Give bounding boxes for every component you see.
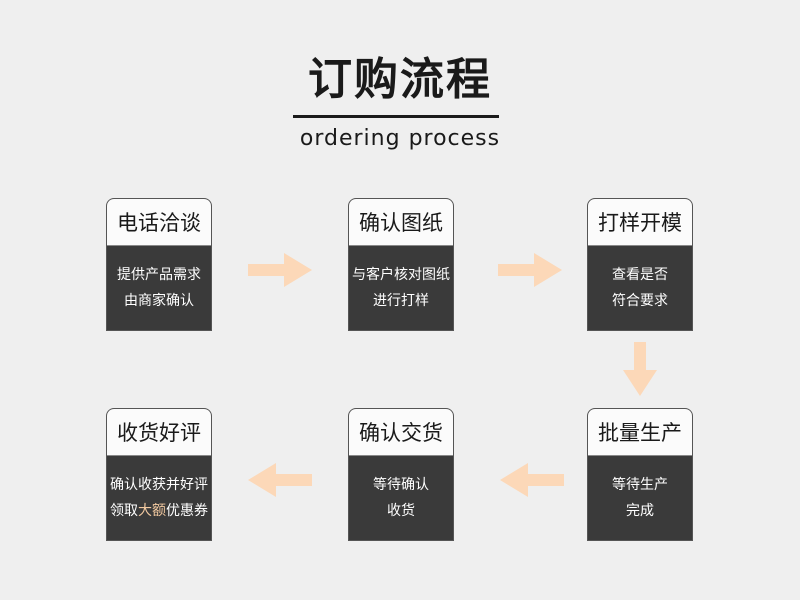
step-description-line: 完成 <box>626 503 654 519</box>
step-description: 查看是否 符合要求 <box>588 246 692 330</box>
step-description-line: 收货 <box>387 503 415 519</box>
step-description: 提供产品需求 由商家确认 <box>107 246 211 330</box>
step-sampling-molding: 打样开模 查看是否 符合要求 <box>587 198 693 331</box>
step-description: 等待生产 完成 <box>588 456 692 540</box>
step-phone-negotiation: 电话洽谈 提供产品需求 由商家确认 <box>106 198 212 331</box>
step-description-line: 等待生产 <box>612 477 668 493</box>
arrow-left-icon <box>248 463 312 497</box>
coupon-highlight: 大额 <box>138 503 166 519</box>
step-title: 批量生产 <box>588 409 692 456</box>
step-title: 确认图纸 <box>349 199 453 246</box>
step-title: 电话洽谈 <box>107 199 211 246</box>
step-description-line: 等待确认 <box>373 477 429 493</box>
step-description-line: 进行打样 <box>373 293 429 309</box>
coupon-text: 领取 <box>110 503 138 519</box>
page-subtitle: ordering process <box>299 126 501 151</box>
arrow-right-icon <box>248 253 312 287</box>
step-description: 确认收获并好评 领取大额优惠券 <box>107 456 211 540</box>
step-confirm-drawings: 确认图纸 与客户核对图纸 进行打样 <box>348 198 454 331</box>
arrow-right-icon <box>498 253 562 287</box>
step-description-line: 与客户核对图纸 <box>352 267 450 283</box>
page-title: 订购流程 <box>308 54 492 105</box>
step-receive-review: 收货好评 确认收获并好评 领取大额优惠券 <box>106 408 212 541</box>
step-description-line: 提供产品需求 <box>117 267 201 283</box>
step-title: 打样开模 <box>588 199 692 246</box>
step-description-line: 符合要求 <box>612 293 668 309</box>
step-mass-production: 批量生产 等待生产 完成 <box>587 408 693 541</box>
step-description-line: 查看是否 <box>612 267 668 283</box>
coupon-text: 优惠券 <box>166 503 208 519</box>
step-description-line: 确认收获并好评 <box>110 477 208 493</box>
step-description: 与客户核对图纸 进行打样 <box>349 246 453 330</box>
arrow-left-icon <box>500 463 564 497</box>
step-description: 等待确认 收货 <box>349 456 453 540</box>
arrow-down-icon <box>623 342 657 396</box>
step-title: 收货好评 <box>107 409 211 456</box>
step-description-line: 由商家确认 <box>124 293 194 309</box>
step-confirm-delivery: 确认交货 等待确认 收货 <box>348 408 454 541</box>
title-underline <box>293 115 499 118</box>
step-title: 确认交货 <box>349 409 453 456</box>
step-description-line: 领取大额优惠券 <box>110 498 208 524</box>
